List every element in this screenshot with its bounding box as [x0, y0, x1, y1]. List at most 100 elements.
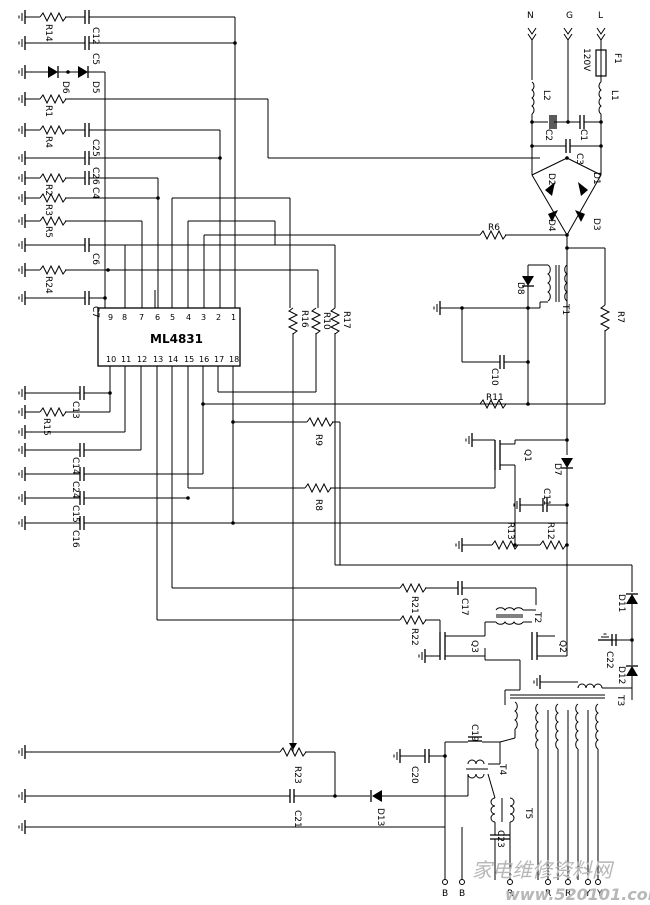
label-voltage: 120V — [581, 48, 591, 72]
label-r13: R13 — [505, 522, 515, 540]
row-c6 — [25, 237, 126, 308]
output-terminals: B B R R R Y Y — [442, 827, 603, 899]
label-d13: D13 — [375, 808, 385, 826]
row-r3 — [25, 193, 160, 203]
label-d12: D12 — [616, 666, 626, 684]
pin-2: 2 — [216, 313, 221, 322]
resistors-r9-r8 — [304, 417, 495, 565]
label-c24: C24 — [70, 481, 80, 499]
label-l1: L1 — [609, 90, 619, 101]
r6-r7-t1 — [433, 230, 610, 406]
label-c12: C12 — [90, 27, 100, 45]
pin-6: 6 — [155, 313, 160, 322]
pin-4: 4 — [186, 313, 191, 322]
label-d2: D2 — [546, 173, 556, 186]
label-c11: C11 — [541, 488, 551, 506]
label-c10: C10 — [489, 368, 499, 386]
label-d11: D11 — [616, 594, 626, 612]
label-r6: R6 — [488, 223, 500, 233]
transformer-t3 — [510, 674, 633, 880]
left-ground-symbols — [18, 9, 26, 835]
pin-3: 3 — [201, 313, 206, 322]
row-r5 — [25, 216, 143, 308]
watermark-line1: 家电维修资料网 — [472, 858, 615, 882]
label-d5: D5 — [90, 81, 100, 94]
output-b1: B — [442, 889, 448, 899]
label-r11: R11 — [486, 393, 504, 403]
label-r22: R22 — [409, 628, 419, 646]
pin-1: 1 — [231, 313, 236, 322]
row-r24 — [25, 265, 110, 275]
pin-13: 13 — [153, 355, 163, 364]
pin-18: 18 — [229, 355, 239, 364]
label-d4: D4 — [546, 219, 556, 232]
label-t5: T5 — [523, 807, 533, 819]
label-r5: R5 — [43, 226, 53, 238]
drive-stage — [157, 581, 568, 705]
output-b2: B — [459, 889, 465, 899]
label-t3: T3 — [615, 694, 625, 706]
row-d6-d5 — [25, 66, 106, 308]
label-d1: D1 — [591, 172, 601, 185]
label-c25: C25 — [90, 139, 100, 157]
pin-7: 7 — [139, 313, 144, 322]
terminal-g: G — [566, 11, 573, 21]
output-r3: R — [565, 889, 571, 899]
output-r2: R — [545, 889, 551, 899]
label-c15: C15 — [70, 505, 80, 523]
label-c7: C7 — [90, 306, 100, 318]
label-l2: L2 — [541, 90, 551, 101]
label-d7: D7 — [552, 463, 562, 476]
label-r10: R10 — [321, 312, 331, 330]
label-r3: R3 — [43, 204, 53, 216]
r11-q1-d7 — [465, 399, 605, 590]
chip-ml4831: ML4831 9 8 7 6 5 4 3 2 1 10 11 12 13 14 … — [97, 307, 241, 367]
label-c23: C23 — [495, 830, 505, 848]
row-r1 — [25, 94, 540, 159]
c11-r12-r13 — [455, 497, 569, 553]
label-t2: T2 — [532, 611, 542, 623]
pin-10: 10 — [106, 355, 116, 364]
label-r16: R16 — [299, 310, 309, 328]
label-c6: C6 — [90, 253, 100, 265]
pin-16: 16 — [199, 355, 209, 364]
pin-12: 12 — [137, 355, 147, 364]
label-c14: C14 — [70, 457, 80, 475]
pin-14: 14 — [168, 355, 178, 364]
label-t1: T1 — [560, 303, 570, 315]
pin-9: 9 — [108, 313, 113, 322]
label-c16: C16 — [70, 530, 80, 548]
label-c21: C21 — [292, 810, 302, 828]
label-r9: R9 — [313, 434, 323, 446]
label-c5: C5 — [90, 53, 100, 65]
label-c13: C13 — [70, 401, 80, 419]
label-c4: C4 — [90, 187, 100, 199]
label-r23: R23 — [292, 766, 302, 784]
label-r21: R21 — [409, 596, 419, 614]
label-q3: Q3 — [469, 640, 479, 653]
chip-title: ML4831 — [150, 332, 203, 346]
label-c2: C2 — [543, 129, 553, 141]
label-c3: C3 — [574, 153, 584, 165]
row-r14-c12 — [25, 9, 237, 308]
label-d8: D8 — [515, 282, 525, 295]
label-r24: R24 — [43, 276, 53, 294]
label-q2: Q2 — [557, 640, 567, 653]
row-c26 — [25, 150, 222, 166]
row-c7 — [25, 290, 107, 306]
label-r8: R8 — [313, 499, 323, 511]
pin-11: 11 — [121, 355, 131, 364]
lower-left-components — [25, 385, 568, 531]
label-d3: D3 — [591, 218, 601, 231]
terminal-n: N — [527, 11, 534, 21]
output-rectifiers — [568, 564, 638, 700]
row-r4-c25 — [25, 122, 221, 308]
label-c1: C1 — [578, 129, 588, 141]
chip-top-leads — [108, 197, 480, 308]
output-y1: Y — [584, 889, 591, 899]
resistors-r16-r10-r17 — [288, 307, 568, 730]
label-r15: R15 — [41, 418, 51, 436]
pin-15: 15 — [184, 355, 194, 364]
label-r7: R7 — [615, 311, 625, 323]
pin-5: 5 — [170, 313, 175, 322]
